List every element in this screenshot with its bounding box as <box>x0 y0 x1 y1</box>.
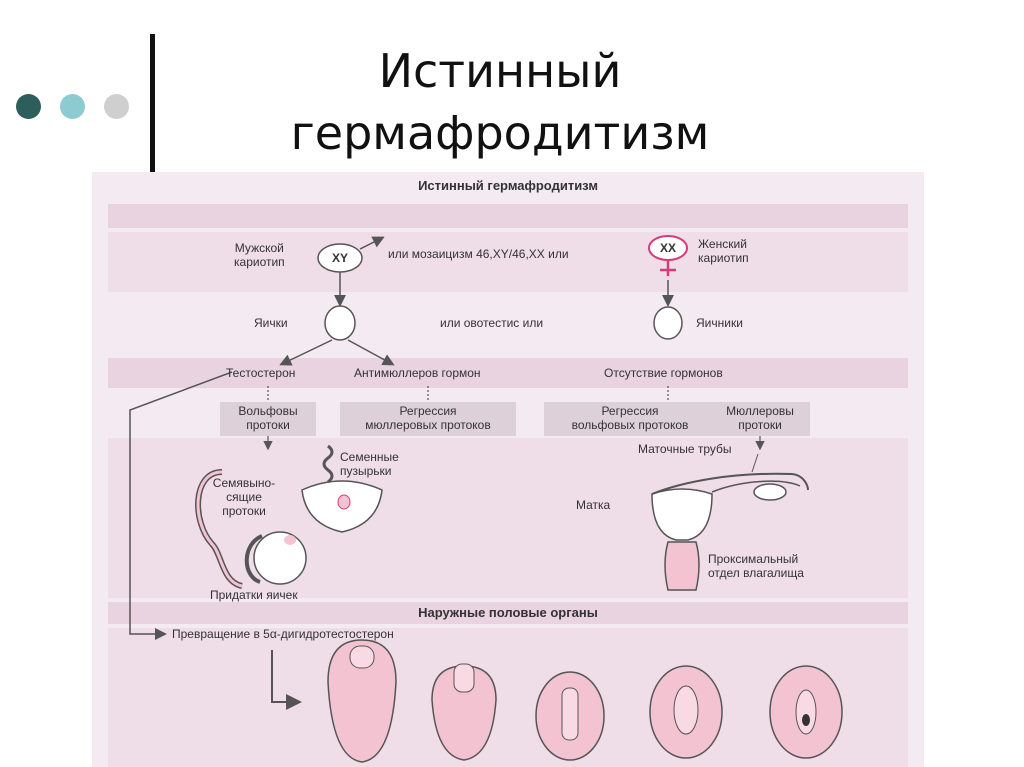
slide-title-line2: гермафродитизм <box>290 106 710 160</box>
band-karyotype <box>108 232 908 292</box>
band-top <box>108 204 908 228</box>
epididymis-label: Придатки яичек <box>210 588 298 602</box>
vagina-shape <box>664 541 700 591</box>
fallopian-tube-shape <box>651 472 809 495</box>
testis-shape <box>324 305 356 341</box>
no-hormones-label: Отсутствие гормонов <box>604 366 723 380</box>
slide-title: Истинный гермафродитизм <box>200 40 800 164</box>
xy-label: XY <box>331 251 348 265</box>
figure-header: Истинный гермафродитизм <box>418 178 598 193</box>
ovary-shape <box>653 306 683 340</box>
title-divider-bar <box>150 34 155 172</box>
dht-pathway-line <box>129 371 233 640</box>
epididymis-shape <box>244 534 263 584</box>
mullerian-regression-box: Регрессия мюллеровых протоков <box>340 402 516 436</box>
ovotestis-label: или овотестис или <box>440 316 544 330</box>
testes-label: Яички <box>254 316 288 330</box>
wolffian-ducts-box: Вольфовы протоки <box>220 402 316 436</box>
ovary-internal-shape <box>753 483 787 501</box>
slide-dot-teal <box>60 94 85 119</box>
arrow-to-genitalia <box>271 650 302 710</box>
band-hormones <box>108 358 908 388</box>
uterus-label: Матка <box>576 498 611 512</box>
tube-pointer <box>751 453 759 473</box>
arrow-to-amh <box>347 339 395 366</box>
band-internal <box>108 438 908 598</box>
hermaphroditism-figure: Истинный гермафродитизм Мужской кариотип… <box>92 172 924 767</box>
dht-label: Превращение в 5α-дигидротестостерон <box>172 627 394 641</box>
band-external-header <box>108 602 908 624</box>
male-karyotype-label: Мужской кариотип <box>234 241 285 269</box>
vas-deferens-label: Семявыно- сящие протоки <box>212 476 276 518</box>
testis-internal-shape <box>253 531 307 585</box>
seminal-coil <box>322 444 334 484</box>
seminal-vesicles-label: Семенные пузырьки <box>340 450 399 478</box>
slide-title-line1: Истинный <box>378 44 622 98</box>
fallopian-tubes-label: Маточные трубы <box>638 442 732 456</box>
slide-dot-gray <box>104 94 129 119</box>
external-genitalia-header: Наружные половые органы <box>418 605 598 620</box>
genitalia-stage-1 <box>327 639 397 763</box>
proximal-vagina-label: Проксимальный отдел влагалища <box>708 552 804 580</box>
mosaic-label: или мозаицизм 46,XY/46,XX или <box>388 247 569 261</box>
figure-graphics <box>108 204 908 767</box>
xy-male-arrow <box>359 236 385 250</box>
testosterone-label: Тестостерон <box>226 366 296 380</box>
wolffian-regression-box: Регрессия вольфовых протоков <box>544 402 716 436</box>
slide-dot-dark <box>16 94 41 119</box>
arrow-to-testosterone <box>279 339 333 366</box>
ovaries-label: Яичники <box>696 316 743 330</box>
female-karyotype-label: Женский кариотип <box>698 237 749 265</box>
amh-label: Антимюллеров гормон <box>354 366 481 380</box>
mullerian-ducts-box: Мюллеровы протоки <box>710 402 810 436</box>
genitalia-stage-2 <box>431 665 497 761</box>
uterus-shape <box>651 488 713 541</box>
xx-label: XX <box>659 241 676 255</box>
